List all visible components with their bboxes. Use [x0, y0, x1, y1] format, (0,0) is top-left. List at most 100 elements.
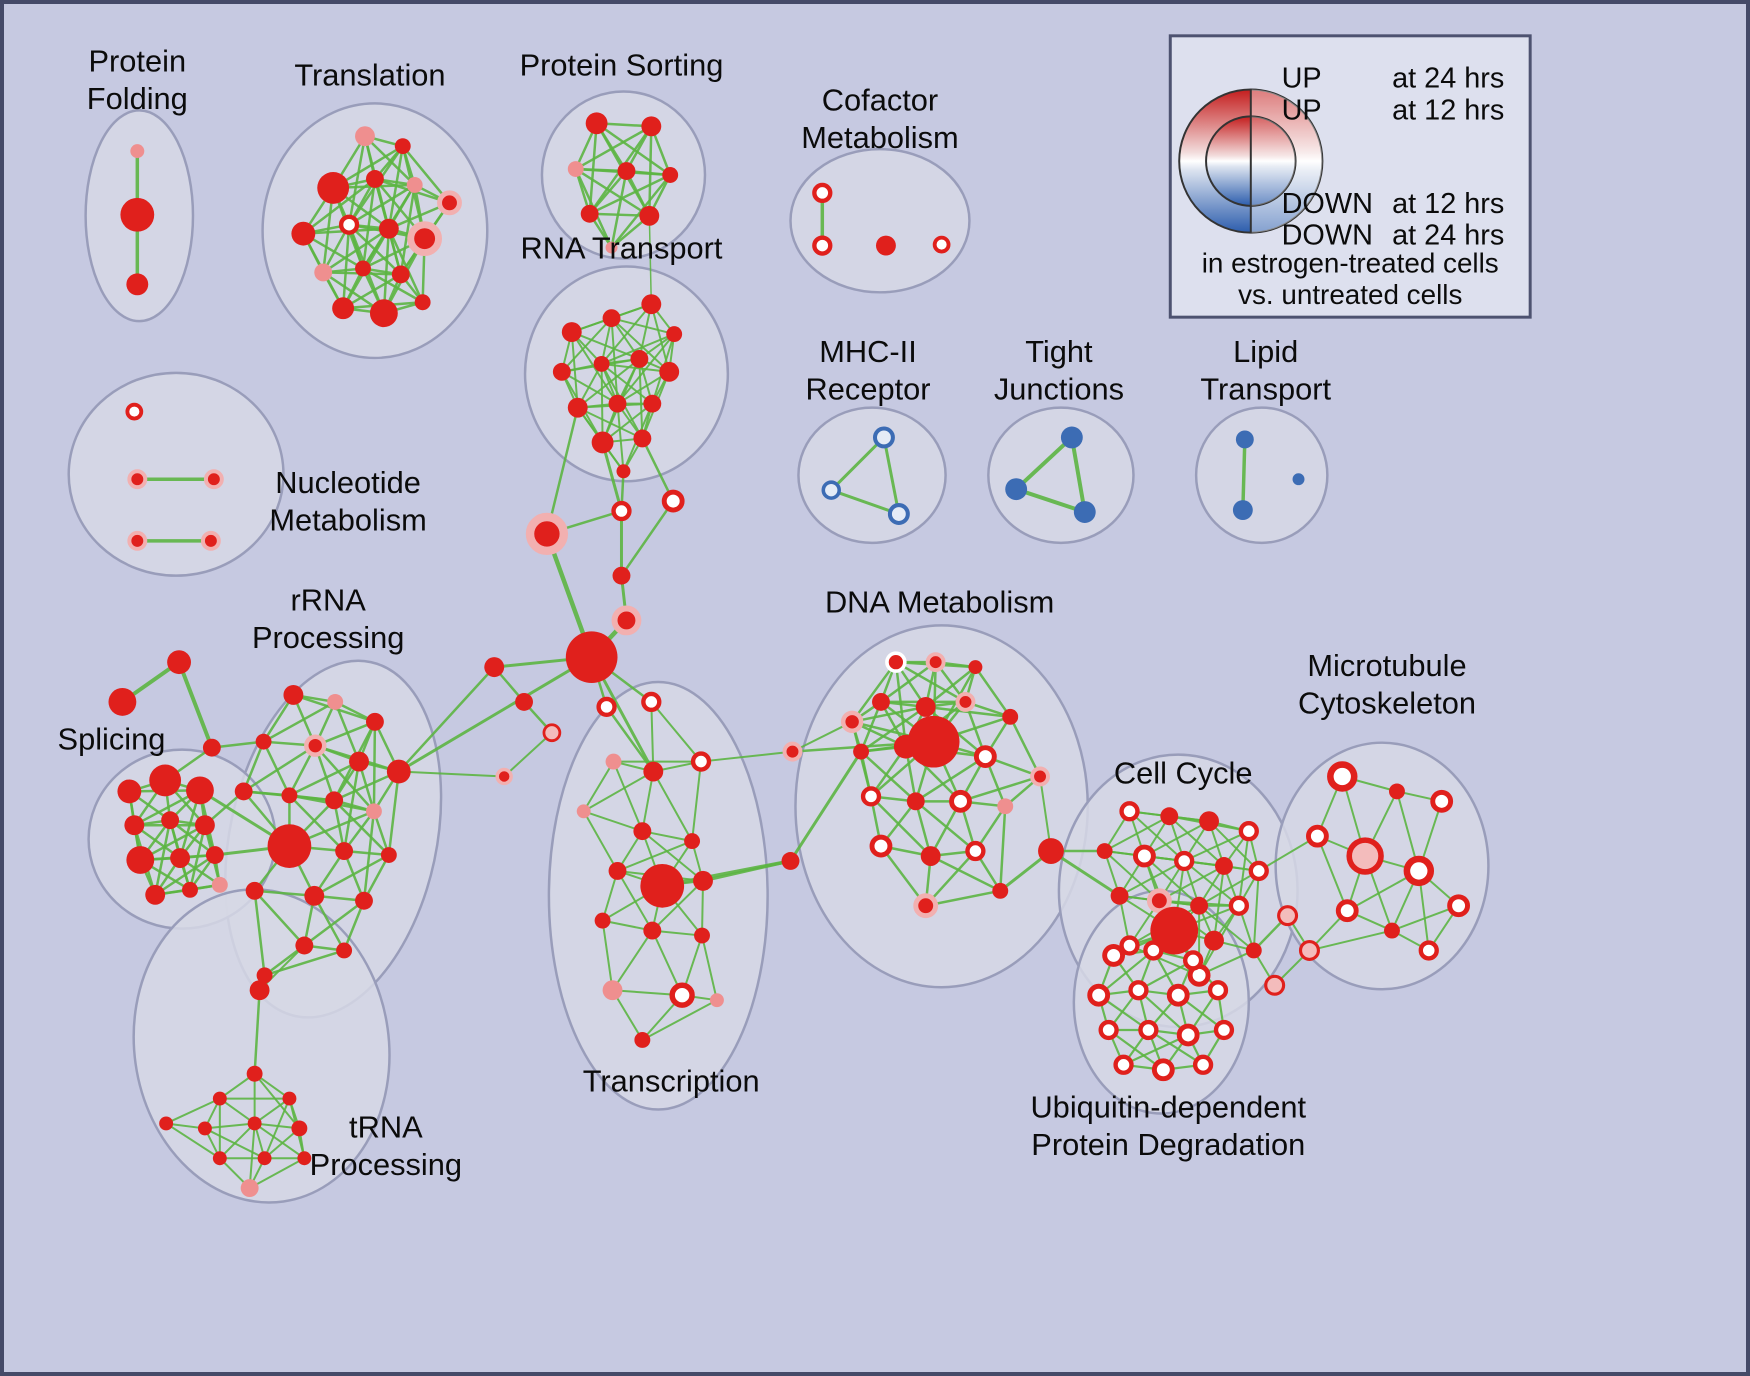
network-node [281, 787, 298, 804]
network-node [643, 394, 662, 413]
network-edge [641, 770, 655, 833]
network-edge [576, 357, 641, 409]
nodes [108, 112, 1470, 1198]
network-node [283, 685, 304, 705]
cluster-ellipse-tight-junctions [987, 406, 1135, 545]
network-edge [859, 750, 918, 803]
network-node [126, 846, 155, 874]
network-edge [829, 488, 901, 516]
network-node [694, 927, 710, 944]
network-node [394, 138, 411, 155]
network-node [875, 235, 896, 256]
network-node [332, 297, 355, 320]
network-node [860, 786, 882, 807]
network-node [1002, 708, 1019, 725]
network-node [161, 811, 180, 830]
network-node [1298, 939, 1320, 961]
network-node [887, 503, 910, 525]
network-edge [1198, 869, 1260, 907]
network-edge [582, 810, 619, 872]
network-edge [859, 705, 927, 753]
network-node [906, 792, 925, 811]
network-edge [924, 665, 977, 709]
network-node [304, 734, 327, 757]
network-node [120, 197, 155, 232]
network-node [202, 738, 221, 757]
network-edge [165, 1122, 221, 1160]
network-node [249, 980, 270, 1001]
network-node [127, 530, 148, 551]
network-node [992, 882, 1009, 899]
network-edge [652, 770, 694, 843]
network-node [853, 743, 870, 760]
network-edge [610, 317, 676, 336]
cluster-label-trna-processing: Processing [310, 1147, 462, 1182]
network-node [247, 1116, 262, 1131]
network-edge [611, 929, 654, 992]
network-node [611, 605, 642, 636]
cluster-label-cofactor-metabolism: Metabolism [801, 120, 958, 155]
network-edge [610, 169, 628, 249]
network-node [1128, 980, 1149, 1001]
cluster-label-microtubule-cytoskeleton: Cytoskeleton [1298, 686, 1476, 721]
network-node [369, 299, 398, 328]
network-edge [253, 1122, 306, 1160]
network-node [552, 362, 571, 381]
network-edge [650, 700, 655, 773]
network-node [1138, 1019, 1159, 1041]
network-edge [248, 1157, 306, 1190]
network-edge [168, 818, 217, 857]
network-node [170, 848, 191, 868]
network-node [291, 1120, 308, 1137]
network-node [885, 651, 907, 673]
network-node [997, 798, 1014, 815]
network-edge [242, 744, 317, 793]
network-edge [362, 810, 376, 902]
network-node [932, 235, 951, 254]
network-node [182, 881, 198, 898]
network-node [869, 834, 893, 858]
network-edge [1128, 944, 1201, 977]
network-edge [302, 177, 377, 235]
network-edge [574, 167, 651, 218]
network-node [391, 265, 410, 284]
network-node [304, 885, 325, 906]
network-edge [1008, 715, 1042, 778]
network-node [407, 221, 443, 257]
network-edge [313, 853, 391, 898]
network-node [690, 751, 712, 772]
network-node [205, 846, 224, 864]
network-node [1133, 844, 1156, 868]
network-node [641, 294, 662, 315]
cluster-label-lipid-transport: Transport [1200, 372, 1331, 407]
network-edge [601, 919, 614, 992]
network-node [1192, 1054, 1214, 1075]
network-edge [347, 183, 416, 226]
cluster-label-ubiquitin-degradation: Ubiquitin-dependent [1030, 1089, 1306, 1124]
network-node [1245, 942, 1262, 959]
network-edge [262, 740, 291, 797]
network-node [1038, 838, 1064, 864]
network-node [291, 221, 316, 246]
network-edge [288, 794, 346, 853]
network-edge [1014, 435, 1074, 492]
network-node [617, 162, 636, 180]
legend-direction-label: DOWN [1282, 188, 1373, 220]
network-node [630, 349, 649, 368]
network-node [127, 469, 148, 490]
network-node [640, 863, 685, 908]
network-node [212, 1151, 227, 1166]
cluster-label-lipid-transport: Lipid [1233, 334, 1298, 369]
network-edge [1252, 869, 1260, 952]
network-edge [361, 177, 377, 270]
network-node [365, 170, 384, 188]
network-edge [387, 770, 401, 857]
network-edge [582, 770, 655, 813]
network-node [126, 273, 149, 296]
network-edge [588, 212, 651, 218]
cluster-label-dna-metabolism: DNA Metabolism [825, 584, 1054, 619]
cluster-label-cofactor-metabolism: Cofactor [822, 82, 938, 117]
cluster-label-tight-junctions: Junctions [994, 372, 1124, 407]
network-node [1176, 1023, 1200, 1047]
